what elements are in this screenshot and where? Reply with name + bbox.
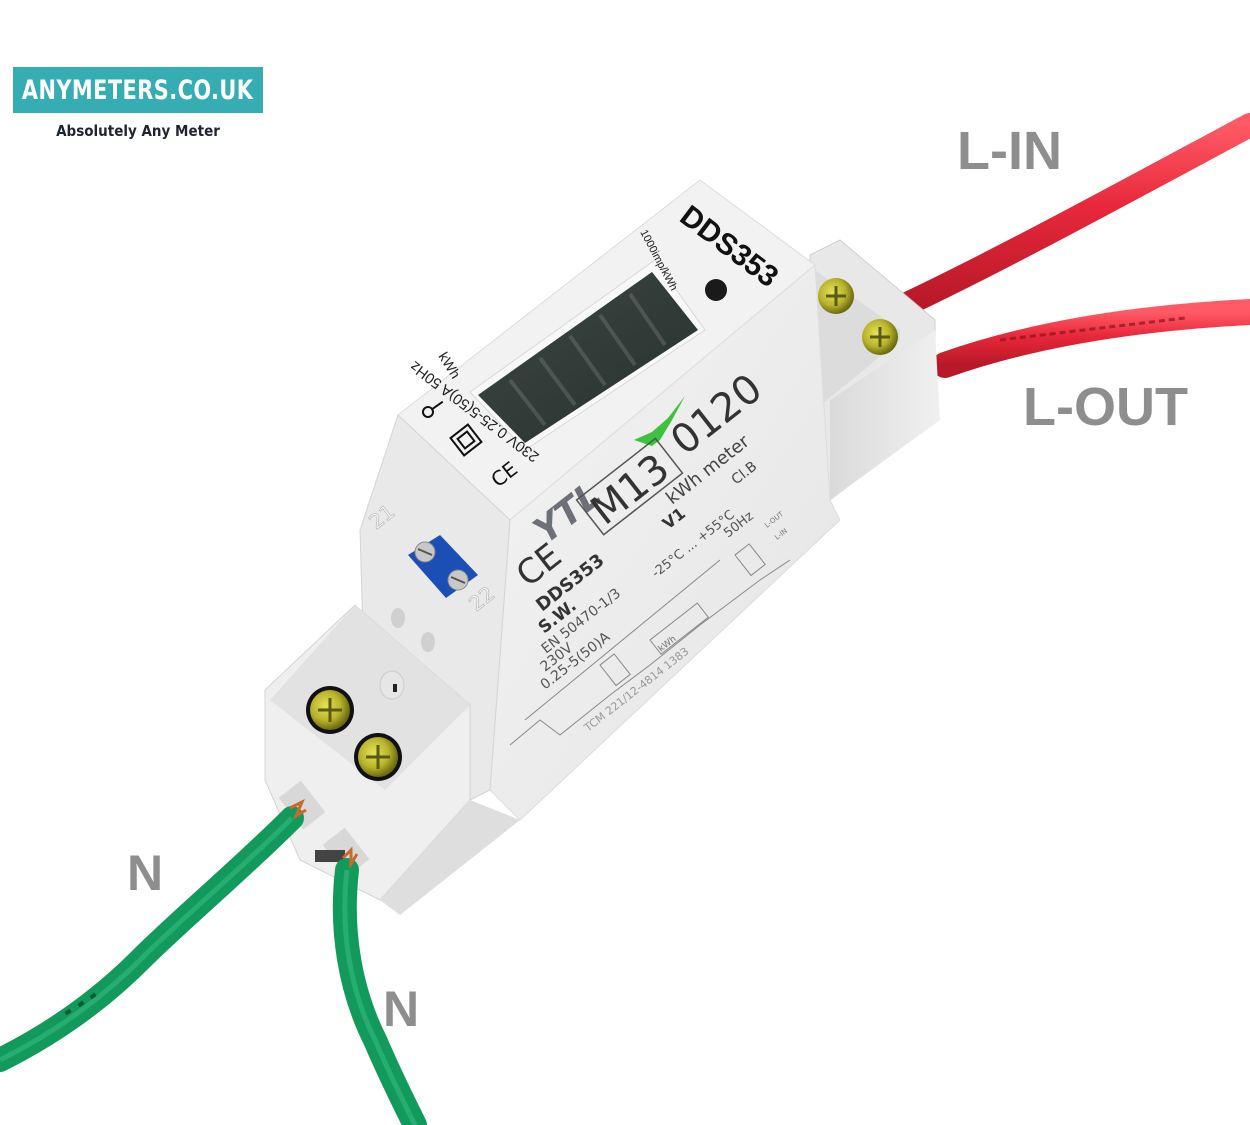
pulse-output-terminal [408, 535, 478, 598]
l-out-wire [932, 299, 1250, 378]
brand-logo-text: ANYMETERS.CO.UK [22, 74, 254, 106]
energy-meter: DDS353 1000imp/kWh 230V 0.25-5(50)A 50Hz… [264, 179, 940, 915]
lcd-display [478, 272, 698, 443]
label-n-left: N [127, 845, 164, 901]
double-insulation-icon [449, 423, 483, 457]
neutral-wires [0, 798, 427, 1125]
live-wires [893, 113, 1250, 378]
copper-strands-left [289, 798, 307, 820]
wire-print-marking-green [64, 992, 97, 1016]
pulse-led [705, 279, 727, 301]
l-in-wire [893, 113, 1250, 317]
label-l-in: L-IN [957, 121, 1062, 181]
brand-tagline: Absolutely Any Meter [56, 122, 220, 140]
brand-logo: ANYMETERS.CO.UK [13, 67, 263, 113]
label-l-out: L-OUT [1023, 377, 1188, 437]
ytl-leaf-icon [634, 396, 685, 446]
wiring-diagram [509, 543, 791, 746]
key-icon [422, 400, 444, 418]
copper-strands-bottom [341, 846, 359, 870]
label-n-bottom: N [383, 981, 420, 1037]
wire-print-marking [999, 316, 1186, 342]
